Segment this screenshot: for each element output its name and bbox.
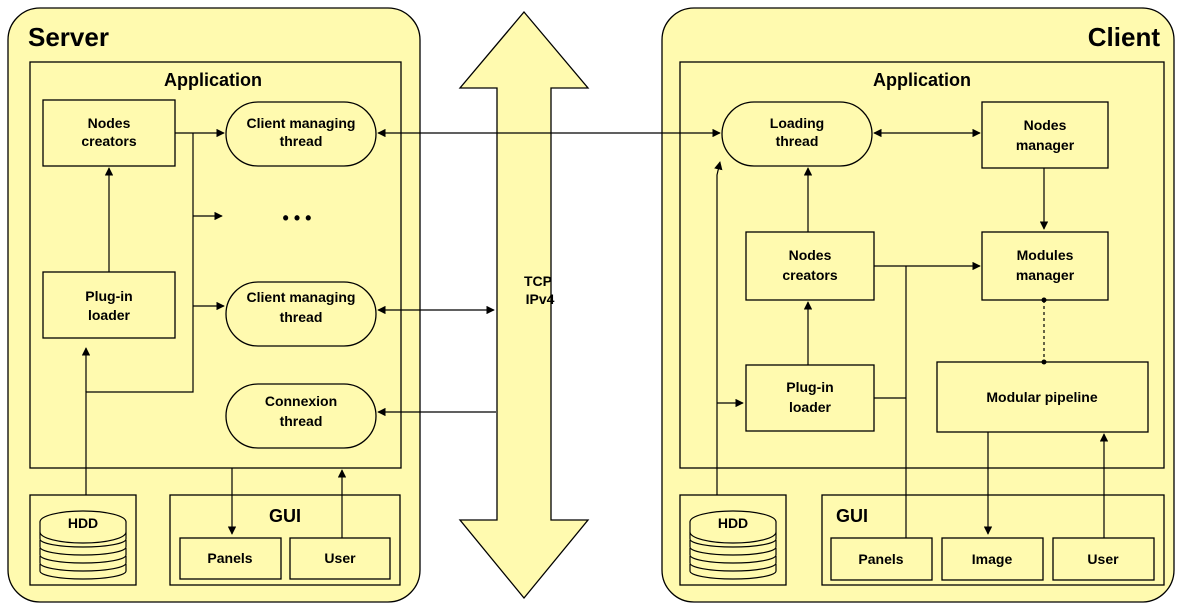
server-ellipsis: • • • xyxy=(283,208,312,228)
client-image-box xyxy=(941,537,1044,581)
server-connexion-thread-l1: Connexion xyxy=(265,393,337,409)
server-nodes-creators-box xyxy=(42,99,176,167)
network-ipv4-label: IPv4 xyxy=(526,291,555,307)
client-nodes-creators-l2: creators xyxy=(782,267,837,283)
server-client-thread-2-l2: thread xyxy=(280,309,323,325)
server-panels-label: Panels xyxy=(207,550,252,566)
client-modular-pipeline-label: Modular pipeline xyxy=(986,389,1097,405)
client-image-label: Image xyxy=(972,551,1013,567)
server-application-label: Application xyxy=(164,70,262,90)
client-nodes-creators-l1: Nodes xyxy=(789,247,832,263)
client-hdd-icon xyxy=(689,510,777,580)
server-plugin-loader-box xyxy=(42,271,176,339)
server-title: Server xyxy=(28,22,109,52)
client-title: Client xyxy=(1088,22,1161,52)
client-modular-pipeline-box xyxy=(936,361,1149,433)
client-modules-manager-l2: manager xyxy=(1016,267,1075,283)
client-nodes-manager-box xyxy=(981,101,1109,169)
server-user-box xyxy=(289,537,391,580)
server-connexion-thread xyxy=(225,383,377,449)
server-plugin-loader-l1: Plug-in xyxy=(85,288,132,304)
server-user-label: User xyxy=(324,550,356,566)
client-nodes-creators-box xyxy=(745,231,875,301)
server-client-thread-2-l1: Client managing xyxy=(247,289,356,305)
client-loading-thread-l1: Loading xyxy=(770,115,824,131)
server-nodes-creators-l1: Nodes xyxy=(88,115,131,131)
client-nodes-manager-l2: manager xyxy=(1016,137,1075,153)
client-hdd-label: HDD xyxy=(718,515,748,531)
server-client-thread-2 xyxy=(225,281,377,347)
client-plugin-loader-l1: Plug-in xyxy=(786,379,833,395)
network-tcp-label: TCP xyxy=(524,273,552,289)
client-panels-box xyxy=(830,537,933,581)
client-loading-thread-l2: thread xyxy=(776,133,819,149)
connectors xyxy=(81,128,1109,538)
client-nodes-manager-l1: Nodes xyxy=(1024,117,1067,133)
server-hdd-icon xyxy=(39,510,127,580)
modules-manager-port xyxy=(1041,297,1047,303)
client-loading-thread xyxy=(721,101,873,167)
tcp-double-arrow xyxy=(458,10,590,600)
server-plugin-loader-l2: loader xyxy=(88,307,131,323)
server-gui-label: GUI xyxy=(269,506,301,526)
client-user-box xyxy=(1052,537,1155,581)
client-plugin-loader-l2: loader xyxy=(789,399,832,415)
server-nodes-creators-l2: creators xyxy=(81,133,136,149)
client-plugin-loader-box xyxy=(745,364,875,432)
server-hdd-label: HDD xyxy=(68,515,98,531)
server-client-thread-1 xyxy=(225,101,377,167)
client-application-label: Application xyxy=(873,70,971,90)
server-client-thread-1-l2: thread xyxy=(280,133,323,149)
client-modules-manager-box xyxy=(981,231,1109,301)
server-connexion-thread-l2: thread xyxy=(280,413,323,429)
modular-pipeline-port xyxy=(1041,359,1047,365)
client-user-label: User xyxy=(1087,551,1119,567)
server-client-thread-1-l1: Client managing xyxy=(247,115,356,131)
client-modules-manager-l1: Modules xyxy=(1017,247,1074,263)
client-panels-label: Panels xyxy=(858,551,903,567)
client-gui-label: GUI xyxy=(836,506,868,526)
server-panels-box xyxy=(179,537,282,580)
